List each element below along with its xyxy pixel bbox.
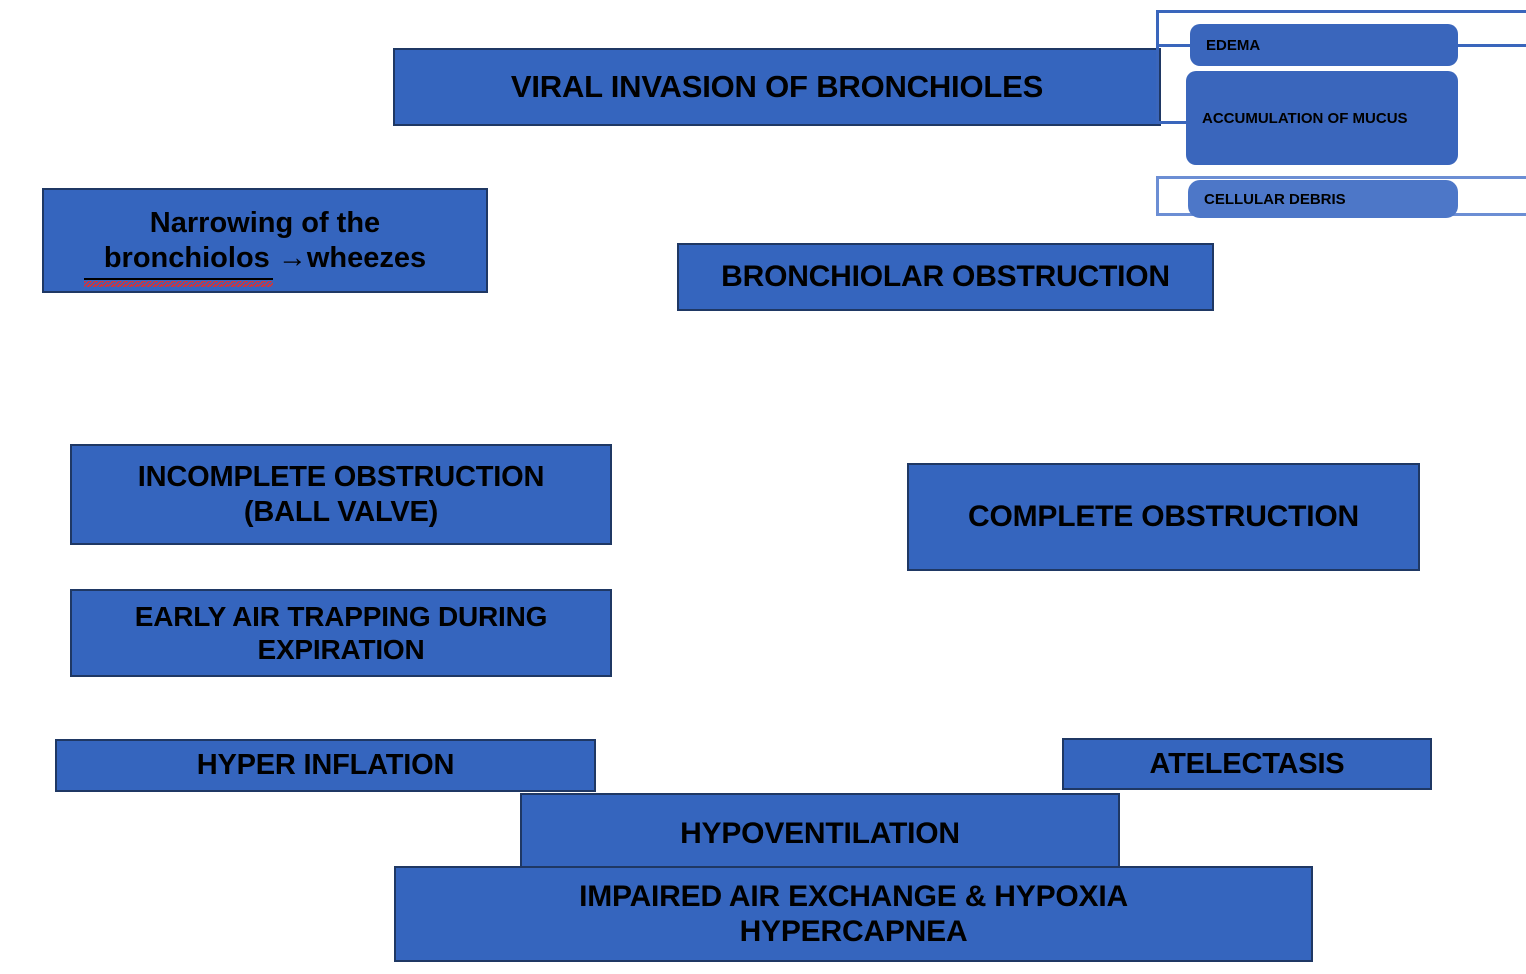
spellcheck-underline-bronchiolos xyxy=(84,278,273,287)
node-impaired-air-exchange[interactable]: IMPAIRED AIR EXCHANGE & HYPOXIA HYPERCAP… xyxy=(394,866,1313,962)
node-narrowing-of-bronchioles[interactable]: Narrowing of the bronchiolos →wheezes xyxy=(42,188,488,293)
node-bronchiolar-obstruction[interactable]: BRONCHIOLAR OBSTRUCTION xyxy=(677,243,1214,311)
node-atelectasis-label: ATELECTASIS xyxy=(1149,747,1345,780)
connector-edema-right xyxy=(1455,44,1526,47)
node-viral-invasion[interactable]: VIRAL INVASION OF BRONCHIOLES xyxy=(393,48,1161,126)
node-cellular-debris-label: CELLULAR DEBRIS xyxy=(1204,190,1346,208)
node-accumulation-of-mucus-label: ACCUMULATION OF MUCUS xyxy=(1202,109,1408,127)
node-incomplete-obstruction-label: INCOMPLETE OBSTRUCTION (BALL VALVE) xyxy=(137,461,545,528)
node-cellular-debris[interactable]: CELLULAR DEBRIS xyxy=(1188,180,1458,218)
node-early-air-trapping-label: EARLY AIR TRAPPING DURING EXPIRATION xyxy=(134,600,548,665)
connector-debris-spine xyxy=(1156,176,1159,216)
connector-edema-stub xyxy=(1156,44,1202,47)
node-hyper-inflation[interactable]: HYPER INFLATION xyxy=(55,739,596,792)
node-bronchiolar-obstruction-label: BRONCHIOLAR OBSTRUCTION xyxy=(721,260,1170,294)
node-viral-invasion-label: VIRAL INVASION OF BRONCHIOLES xyxy=(510,68,1044,104)
node-narrowing-of-bronchioles-label: Narrowing of the bronchiolos →wheezes xyxy=(103,207,427,274)
connector-mucus-spine xyxy=(1156,44,1159,124)
connector-mucus-bottom xyxy=(1156,121,1192,124)
node-complete-obstruction-label: COMPLETE OBSTRUCTION xyxy=(968,500,1359,534)
node-edema[interactable]: EDEMA xyxy=(1190,24,1458,66)
node-impaired-air-exchange-label: IMPAIRED AIR EXCHANGE & HYPOXIA HYPERCAP… xyxy=(579,879,1128,948)
node-hypoventilation-label: HYPOVENTILATION xyxy=(680,817,960,850)
connector-top-rail xyxy=(1156,10,1526,13)
node-complete-obstruction[interactable]: COMPLETE OBSTRUCTION xyxy=(907,463,1420,571)
node-incomplete-obstruction[interactable]: INCOMPLETE OBSTRUCTION (BALL VALVE) xyxy=(70,444,612,545)
node-early-air-trapping[interactable]: EARLY AIR TRAPPING DURING EXPIRATION xyxy=(70,589,612,677)
connector-debris-top-rail xyxy=(1156,176,1526,179)
node-atelectasis[interactable]: ATELECTASIS xyxy=(1062,738,1432,790)
node-accumulation-of-mucus[interactable]: ACCUMULATION OF MUCUS xyxy=(1186,71,1458,165)
node-hyper-inflation-label: HYPER INFLATION xyxy=(196,749,455,782)
node-edema-label: EDEMA xyxy=(1206,36,1261,54)
